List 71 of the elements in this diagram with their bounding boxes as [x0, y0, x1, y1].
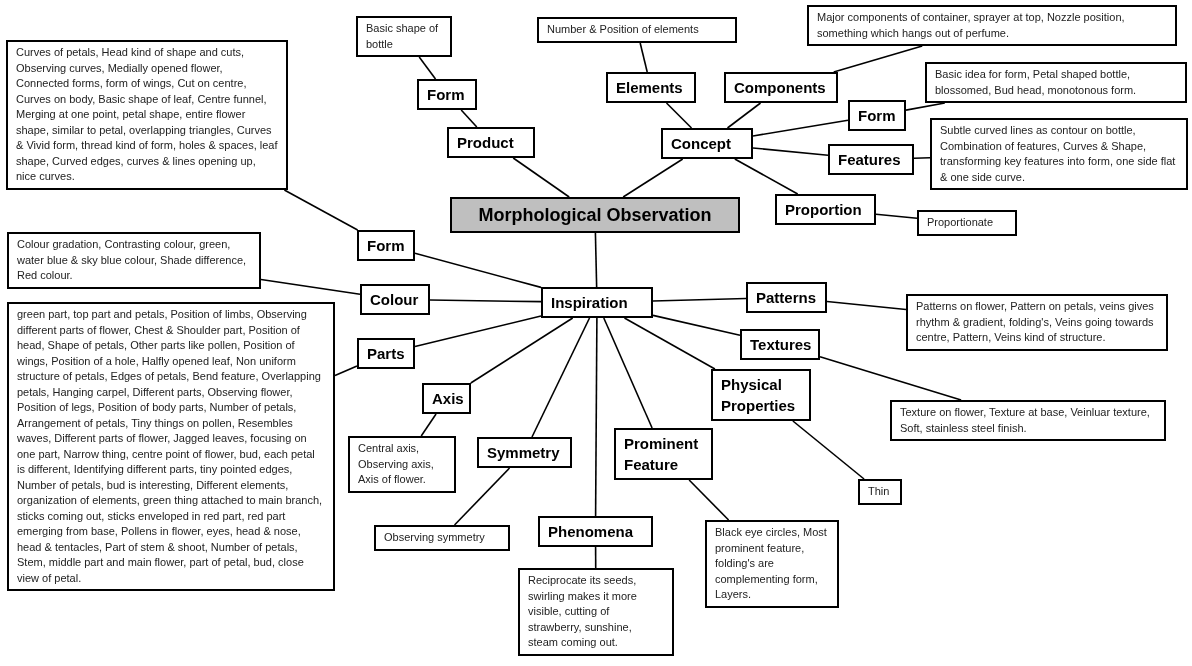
category-box: Axis: [422, 383, 471, 414]
category-box: Form: [848, 100, 906, 131]
category-box: Colour: [360, 284, 430, 315]
note-box: Reciprocate its seeds, swirling makes it more visible, cutting of strawberry, sunshine, steam coming out.: [518, 568, 674, 656]
note-box: Basic shape of bottle: [356, 16, 452, 57]
note-box: Observing symmetry: [374, 525, 510, 551]
connector-line: [414, 315, 542, 348]
connector-line: [260, 278, 361, 296]
connector-line: [418, 56, 437, 80]
category-box: Inspiration: [541, 287, 653, 318]
category-box: Form: [417, 79, 477, 110]
category-box: Prominent Feature: [614, 428, 713, 480]
note-box: Colour gradation, Contrasting colour, green, water blue & sky blue colour, Shade difference, Red colour.: [7, 232, 261, 289]
connector-line: [652, 314, 741, 337]
connector-line: [726, 102, 762, 129]
note-box: Patterns on flower, Pattern on petals, veins gives rhythm & gradient, folding's, Veins going towards centre, Pattern, Veins kind of structure.: [906, 294, 1168, 351]
connector-line: [913, 156, 931, 160]
note-box: Texture on flower, Texture at base, Veinluar texture, Soft, stainless steel finish.: [890, 400, 1166, 441]
connector-line: [429, 299, 542, 303]
category-box: Phenomena: [538, 516, 653, 547]
connector-line: [734, 158, 799, 195]
connector-line: [460, 109, 478, 128]
connector-line: [875, 213, 918, 220]
category-box: Proportion: [775, 194, 876, 225]
note-box: Proportionate: [917, 210, 1017, 236]
connector-line: [603, 317, 653, 429]
note-box: Basic idea for form, Petal shaped bottle, blossomed, Bud head, monotonous form.: [925, 62, 1187, 103]
connector-line: [826, 300, 907, 311]
connector-line: [594, 232, 598, 288]
note-box: Curves of petals, Head kind of shape and cuts, Observing curves, Medially opened flower, Connected forms, form of wings, Cut on centre, Curves on body, Basic shape of leaf, Centre funnel, Merging at one point, petal shape, entire flower shape, similar to petal, overlapping triangles, Curves & Vivid form, thread kind of form, holes & spaces, leaf shape, Curved edges, curves & lines opening up, nice curves.: [6, 40, 288, 190]
category-box: Textures: [740, 329, 820, 360]
connector-line: [665, 102, 693, 129]
connector-line: [752, 119, 849, 137]
category-box: Components: [724, 72, 838, 103]
category-box: Product: [447, 127, 535, 158]
connector-line: [334, 365, 358, 377]
category-box: Elements: [606, 72, 696, 103]
category-box: Parts: [357, 338, 415, 369]
connector-line: [512, 157, 570, 198]
connector-line: [414, 252, 542, 289]
category-box: Physical Properties: [711, 369, 811, 421]
central-topic-box: Morphological Observation: [450, 197, 740, 233]
connector-line: [652, 297, 747, 302]
connector-line: [531, 317, 591, 438]
category-box: Features: [828, 144, 914, 175]
note-box: Thin: [858, 479, 902, 505]
connector-line: [905, 102, 946, 111]
connector-line: [688, 479, 730, 521]
connector-line: [283, 189, 359, 231]
note-box: Major components of container, sprayer at top, Nozzle position, something which hangs out of perfume.: [807, 5, 1177, 46]
connector-line: [623, 317, 716, 370]
connector-line: [639, 42, 649, 73]
note-box: Central axis, Observing axis, Axis of flower.: [348, 436, 456, 493]
connector-line: [832, 45, 924, 73]
note-box: Subtle curved lines as contour on bottle, Combination of features, Curves & Shape, transforming key features into form, one side flat & one side curve.: [930, 118, 1188, 190]
category-box: Concept: [661, 128, 753, 159]
connector-line: [622, 158, 684, 198]
category-box: Patterns: [746, 282, 827, 313]
note-box: green part, top part and petals, Position of limbs, Observing different parts of flower, Chest & Shoulder part, Position of head, Shape of petals, Other parts like pollen, Position of wings, Position of a hole, Halfly opened leaf, Non uniform structure of petals, Edges of petals, Bend feature, Overlapping petals, Hanging carpel, Different parts, Observing flower, Position of legs, Position of body parts, Number of petals, Arrangement of petals, Tiny things on pollen, Resembles waves, Different parts of flower, Jagged leaves, focusing on one part, Narrow thing, centre point of flower, bud, each petal is different, Identifying different parts, tiny pointed edges, Number of petals, bud is interesting, Different elements, organization of elements, green thing attached to main branch, sticks coming out, sticks enveloped in red part, red part emerging from base, Pollens in flower, eyes, head & nose, head & tentacles, Part of stem & shoot, Number of petals, Stem, middle part and main flower, part of petal, bud, close view of petal.: [7, 302, 335, 591]
connector-line: [792, 420, 865, 480]
connector-line: [594, 546, 597, 569]
connector-line: [752, 147, 829, 157]
connector-line: [420, 413, 437, 437]
note-box: Number & Position of elements: [537, 17, 737, 43]
category-box: Symmetry: [477, 437, 572, 468]
connector-line: [453, 467, 511, 526]
connector-line: [470, 317, 574, 384]
connector-line: [594, 317, 598, 517]
connector-line: [819, 355, 962, 401]
note-box: Black eye circles, Most prominent feature, folding's are complementing form, Layers.: [705, 520, 839, 608]
category-box: Form: [357, 230, 415, 261]
